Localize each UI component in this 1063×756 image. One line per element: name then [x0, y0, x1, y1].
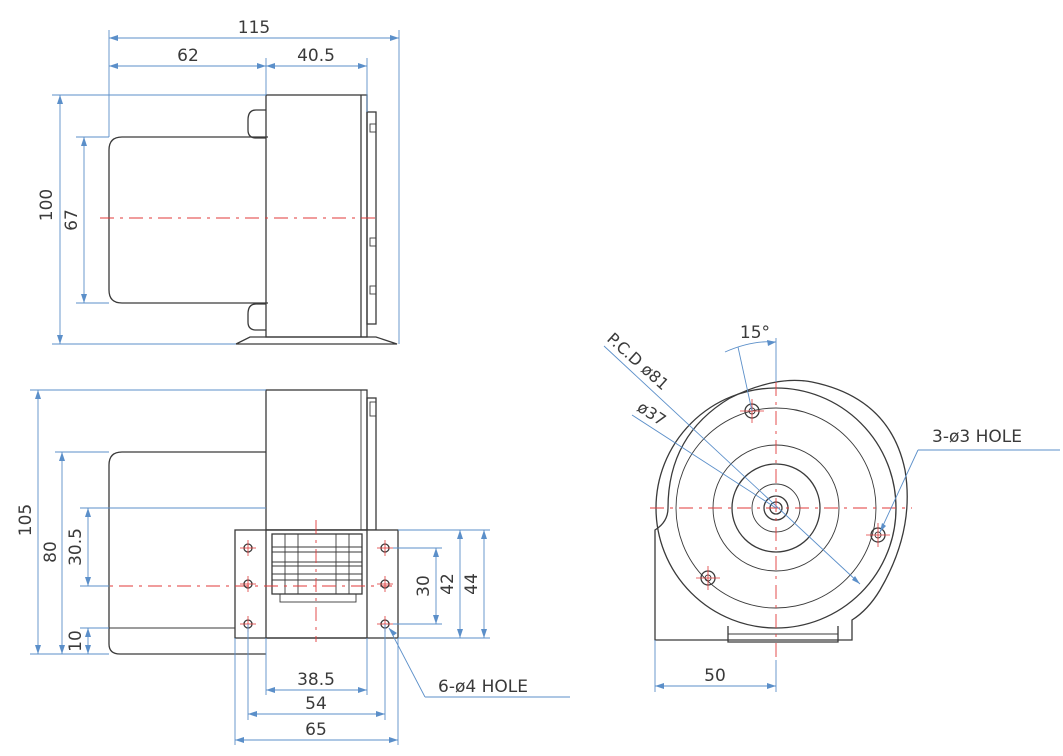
dim-front-80: 80 [41, 541, 61, 563]
callout-6-hole: 6-ø4 HOLE [438, 677, 528, 697]
dim-top-62: 62 [177, 46, 199, 66]
dim-front-30: 30 [414, 575, 434, 597]
dim-top-67: 67 [62, 209, 82, 231]
dim-top-115: 115 [238, 18, 270, 38]
front-flange [234, 529, 399, 639]
dim-front-65: 65 [305, 720, 327, 740]
dim-side-pcd: P.C.D ø81 [603, 329, 672, 394]
front-housing [265, 389, 368, 531]
top-cover-lug-3 [369, 285, 377, 295]
dim-front-30-5: 30.5 [66, 528, 86, 566]
dim-side-15deg: 15° [740, 323, 770, 343]
side-hub-outer [731, 463, 821, 553]
dim-front-42: 42 [438, 573, 458, 595]
dim-top-40-5: 40.5 [297, 46, 335, 66]
dim-side-50: 50 [704, 666, 726, 686]
front-view: 105 80 30.5 10 38.5 54 65 [16, 389, 570, 745]
top-lug-upper [247, 109, 266, 139]
dim-front-10: 10 [66, 630, 86, 652]
front-impeller [271, 533, 363, 603]
front-back-cover [366, 397, 377, 531]
top-housing [265, 94, 368, 338]
dim-front-44: 44 [462, 573, 482, 595]
top-base-plate [235, 336, 398, 345]
top-view: 115 62 40.5 100 67 [37, 18, 400, 345]
top-lug-lower [247, 303, 266, 331]
side-volute [654, 379, 908, 641]
front-cover-lug [369, 401, 377, 417]
dim-top-100: 100 [37, 189, 57, 221]
dim-front-105: 105 [16, 504, 36, 536]
top-motor-body [108, 136, 268, 304]
side-view: 15° P.C.D ø81 ø37 3-ø3 HOLE 50 [603, 323, 1060, 692]
front-motor-body [108, 451, 266, 655]
top-cover-lug-2 [369, 237, 377, 247]
callout-3-hole: 3-ø3 HOLE [932, 427, 1022, 447]
front-outlet [265, 529, 368, 639]
dim-front-54: 54 [305, 694, 327, 714]
top-cover-lug-1 [369, 123, 377, 133]
dim-front-38-5: 38.5 [297, 670, 335, 690]
